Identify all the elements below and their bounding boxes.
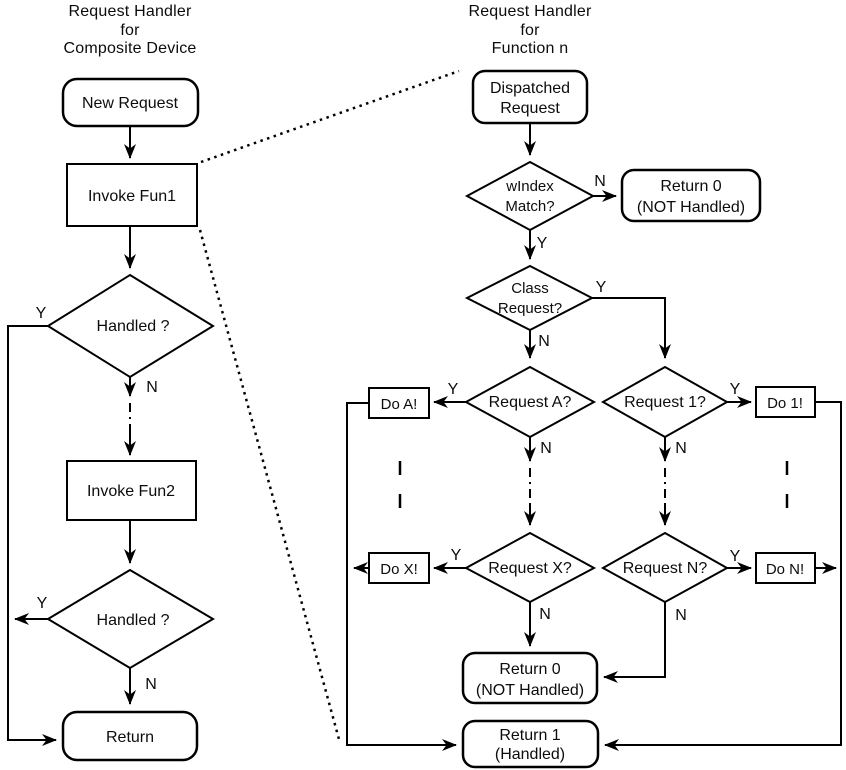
invoke-fun2-node bbox=[66, 460, 197, 521]
edge-do1-rail-to-return1 bbox=[604, 401, 842, 751]
request-1-no-label: N bbox=[675, 440, 687, 457]
invoke-fun1-node bbox=[66, 163, 198, 227]
invoke-fun1-label: Invoke Fun1 bbox=[88, 188, 176, 205]
right-flowchart: Request Handler for Function n Dispatche… bbox=[346, 3, 842, 769]
edge-doa-rail-to-return1 bbox=[346, 402, 457, 751]
edge-requestn-no-to-return0 bbox=[603, 602, 666, 683]
new-request-label: New Request bbox=[82, 95, 179, 112]
windex-yes-label: Y bbox=[537, 235, 548, 252]
handled1-yes-label: Y bbox=[36, 305, 47, 322]
invoke-fun2-label: Invoke Fun2 bbox=[87, 483, 175, 500]
return0-bottom-line2: (NOT Handled) bbox=[476, 682, 584, 699]
handled2-no-label: N bbox=[145, 676, 157, 693]
handled2-yes-label: Y bbox=[37, 595, 48, 612]
windex-match-line2: Match? bbox=[505, 198, 554, 215]
do-n-label: Do N! bbox=[766, 561, 804, 578]
class-request-decision bbox=[464, 264, 595, 332]
left-flowchart: Request Handler for Composite Device New… bbox=[7, 3, 215, 762]
return0-top-line1: Return 0 bbox=[660, 178, 721, 195]
zoom-dotted-line-bottom bbox=[198, 229, 342, 744]
request-x-label: Request X? bbox=[488, 560, 572, 577]
return-node bbox=[61, 710, 199, 762]
right-title-line2: for bbox=[520, 22, 540, 39]
left-title-line2: for bbox=[120, 22, 140, 39]
dispatched-request-line1: Dispatched bbox=[490, 80, 570, 97]
return1-line1: Return 1 bbox=[499, 727, 560, 744]
dispatched-request-line2: Request bbox=[500, 100, 560, 117]
left-title-line1: Request Handler bbox=[68, 3, 192, 20]
class-yes-label: Y bbox=[596, 279, 607, 296]
windex-no-label: N bbox=[594, 173, 606, 190]
do-a-label: Do A! bbox=[381, 396, 418, 413]
return0-top-line2: (NOT Handled) bbox=[637, 199, 745, 216]
do-n-node bbox=[755, 552, 816, 584]
request-1-yes-label: Y bbox=[730, 381, 741, 398]
handled1-no-label: N bbox=[146, 379, 158, 396]
return0-top-node bbox=[620, 168, 762, 223]
return0-bottom-line1: Return 0 bbox=[499, 661, 560, 678]
request-a-yes-label: Y bbox=[448, 381, 459, 398]
right-title-line1: Request Handler bbox=[468, 3, 592, 20]
do-1-node bbox=[755, 386, 816, 418]
request-x-yes-label: Y bbox=[451, 547, 462, 564]
request-a-no-label: N bbox=[540, 440, 552, 457]
left-title-line3: Composite Device bbox=[63, 40, 196, 57]
return1-node bbox=[461, 719, 600, 769]
return-label: Return bbox=[106, 729, 154, 746]
edge-handled1-yes-rail bbox=[7, 325, 57, 746]
handled2-label: Handled ? bbox=[97, 612, 170, 629]
do-1-label: Do 1! bbox=[767, 395, 803, 412]
request-1-label: Request 1? bbox=[624, 394, 706, 411]
do-x-label: Do X! bbox=[380, 561, 418, 578]
request-a-label: Request A? bbox=[489, 394, 572, 411]
class-no-label: N bbox=[538, 333, 550, 350]
request-n-no-label: N bbox=[675, 607, 687, 624]
request-n-label: Request N? bbox=[623, 560, 708, 577]
return0-bottom-node bbox=[461, 651, 599, 705]
class-request-line1: Class bbox=[511, 280, 549, 297]
return1-line2: (Handled) bbox=[495, 746, 565, 763]
request-n-yes-label: Y bbox=[730, 548, 741, 565]
class-request-line2: Request? bbox=[498, 300, 562, 317]
edge-class-yes-to-request1 bbox=[592, 297, 671, 359]
zoom-dotted-line-top bbox=[200, 69, 460, 164]
windex-match-line1: wIndex bbox=[505, 178, 554, 195]
request-x-no-label: N bbox=[539, 606, 551, 623]
handled1-label: Handled ? bbox=[97, 318, 170, 335]
windex-match-decision bbox=[464, 160, 596, 232]
right-title-line3: Function n bbox=[492, 40, 569, 57]
